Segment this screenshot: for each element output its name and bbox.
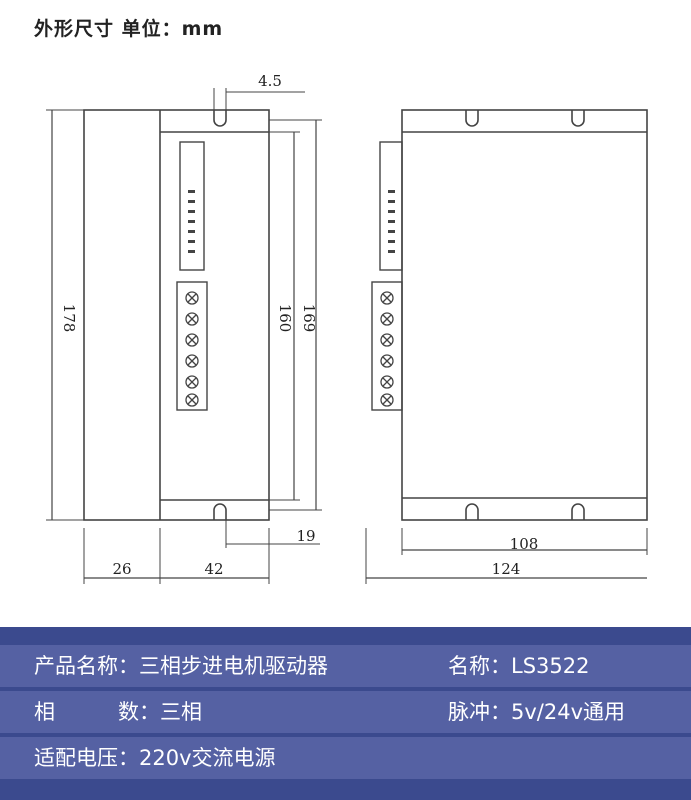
spec-row-3: 适配电压：220v交流电源 bbox=[0, 737, 691, 779]
back-bottom-slot-1 bbox=[465, 503, 479, 520]
dimension-drawing: 4.5 178 160 169 19 26 42 108 124 bbox=[46, 72, 648, 584]
terminal-screws bbox=[185, 291, 394, 407]
page-title: 外形尺寸 单位：mm bbox=[34, 18, 224, 40]
phase-value: 数：三相 bbox=[118, 700, 202, 724]
pulse-spec: 脉冲：5v/24v通用 bbox=[448, 700, 626, 724]
back-terminal-block bbox=[371, 281, 403, 411]
spec-table: 产品名称：三相步进电机驱动器 名称：LS3522 相 数：三相 脉冲：5v/24… bbox=[0, 627, 691, 800]
back-led-strip bbox=[379, 141, 403, 271]
model-name: 名称：LS3522 bbox=[448, 654, 590, 678]
dim-back-inner-width: 108 bbox=[510, 535, 539, 553]
spec-row-1: 产品名称：三相步进电机驱动器 名称：LS3522 bbox=[0, 645, 691, 687]
led-dots bbox=[188, 190, 395, 253]
back-view-outline bbox=[401, 109, 648, 521]
dim-side-width: 26 bbox=[112, 560, 131, 578]
led-strip bbox=[179, 141, 205, 271]
terminal-block bbox=[176, 281, 208, 411]
dim-front-width: 42 bbox=[204, 560, 223, 578]
voltage-spec: 适配电压：220v交流电源 bbox=[34, 746, 276, 770]
dim-back-total-width: 124 bbox=[492, 560, 521, 578]
dim-height-total: 178 bbox=[60, 304, 78, 333]
product-name: 产品名称：三相步进电机驱动器 bbox=[34, 654, 328, 678]
phase-label: 相 bbox=[34, 700, 55, 724]
dim-height-inner: 160 bbox=[276, 304, 294, 333]
spec-row-2: 相 数：三相 脉冲：5v/24v通用 bbox=[0, 691, 691, 733]
top-slot bbox=[213, 110, 227, 127]
dim-slot-width: 4.5 bbox=[258, 72, 282, 90]
dim-height-mount: 169 bbox=[300, 304, 318, 333]
back-top-slot-2 bbox=[571, 110, 585, 127]
back-bottom-slot-2 bbox=[571, 503, 585, 520]
back-top-slot-1 bbox=[465, 110, 479, 127]
side-view-outline bbox=[83, 109, 270, 521]
dim-bottom-offset: 19 bbox=[296, 527, 315, 545]
bottom-slot bbox=[213, 503, 227, 520]
